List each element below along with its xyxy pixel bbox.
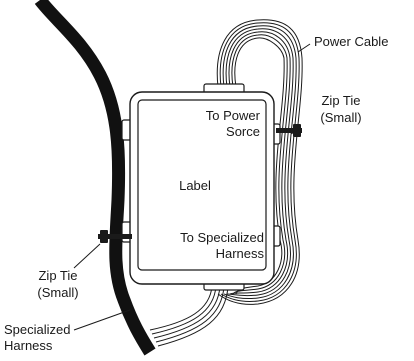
to-specialized-sublabel: Harness	[216, 246, 265, 261]
specialized-harness-label: Specialized	[4, 322, 71, 337]
to-power-label: To Power	[206, 108, 261, 123]
zip-tie-left-label: Zip Tie	[38, 268, 77, 283]
leader-lines	[73, 43, 311, 331]
power-cable	[216, 19, 303, 305]
specialized-harness	[34, 0, 156, 356]
box-label-text: Label	[179, 178, 211, 193]
power-cable-label: Power Cable	[314, 34, 388, 49]
harness-wires	[149, 285, 229, 347]
specialized-harness-sublabel: Harness	[4, 338, 53, 353]
zip-tie-left	[98, 230, 132, 243]
zip-tie-left-sublabel: (Small)	[37, 285, 78, 300]
to-specialized-label: To Specialized	[180, 230, 264, 245]
label-area	[137, 99, 267, 271]
to-power-sublabel: Sorce	[226, 124, 260, 139]
zip-tie-right-label: Zip Tie	[321, 93, 360, 108]
zip-tie-right-sublabel: (Small)	[320, 110, 361, 125]
